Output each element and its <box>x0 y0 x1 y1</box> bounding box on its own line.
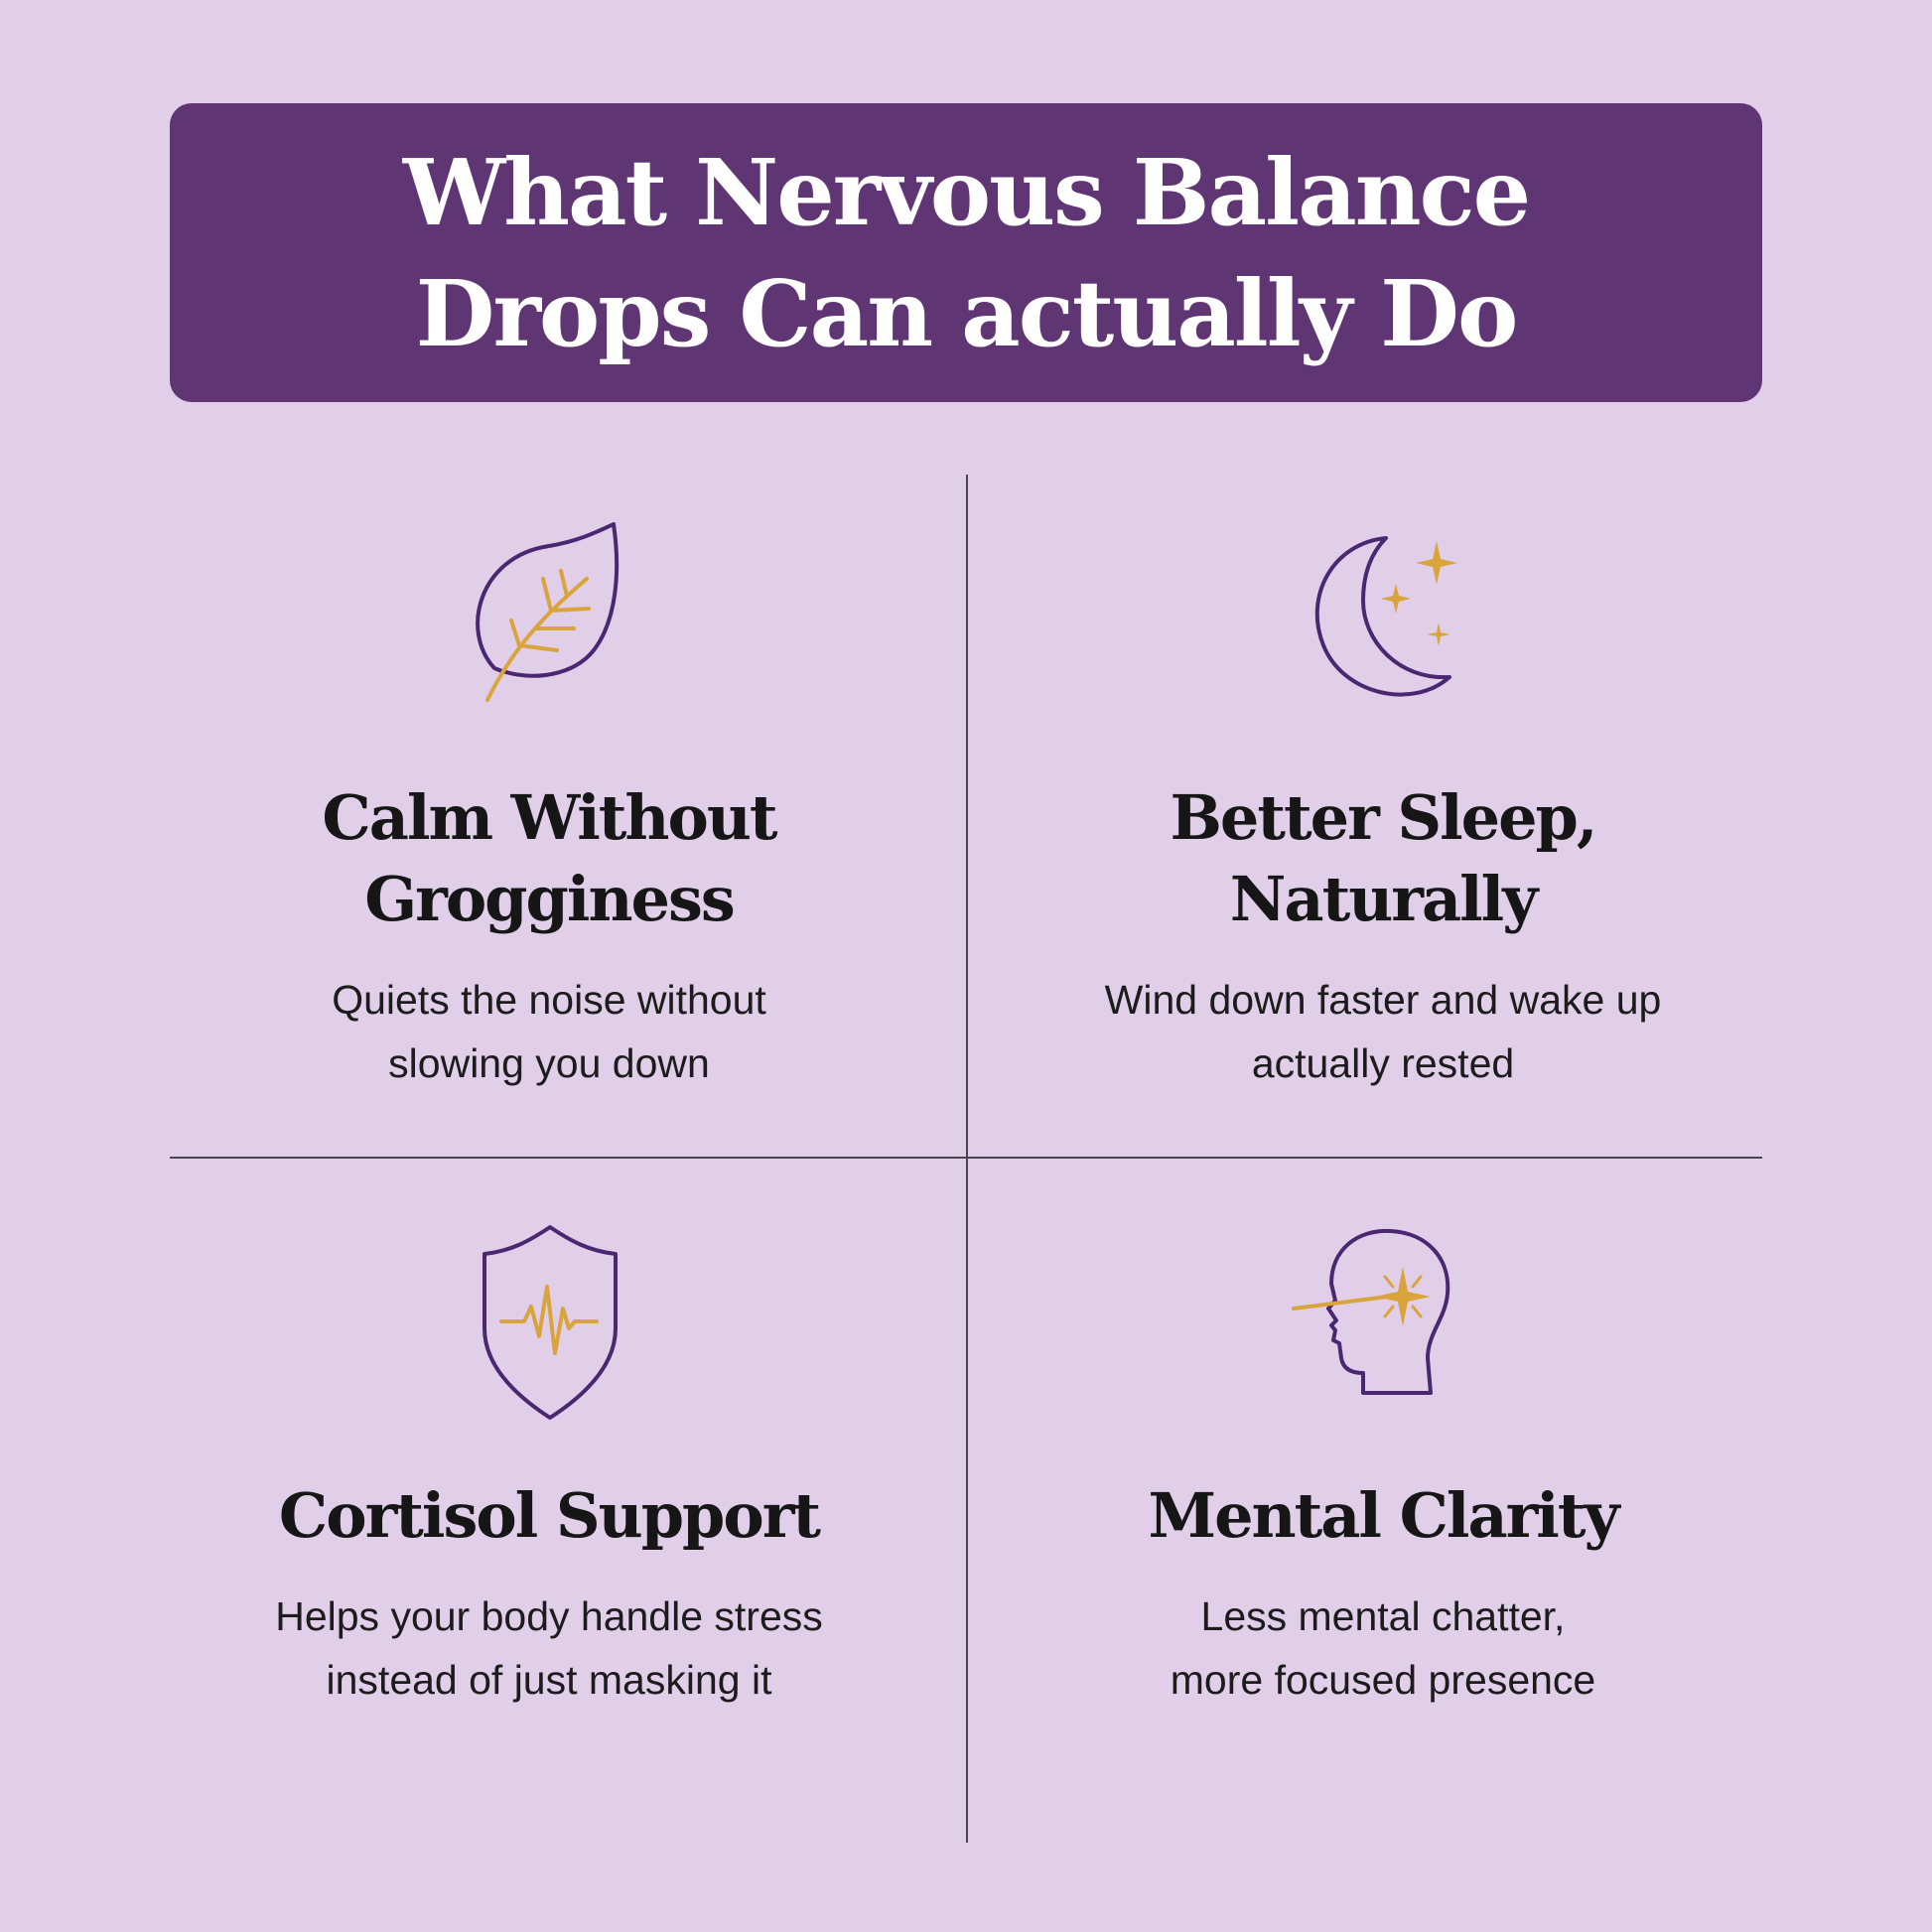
benefit-title: Calm Without <box>322 781 777 854</box>
benefit-calm: Calm Without Grogginess Quiets the noise… <box>152 511 946 1095</box>
headline-line-1: What Nervous Balance <box>402 138 1531 246</box>
benefit-sleep: Better Sleep, Naturally Wind down faster… <box>986 511 1780 1095</box>
benefit-description: Wind down faster and wake up <box>1104 977 1662 1023</box>
moon-stars-icon <box>1314 536 1457 697</box>
benefit-clarity: Mental Clarity Less mental chatter, more… <box>986 1209 1780 1712</box>
benefit-description: slowing you down <box>388 1040 710 1086</box>
benefit-description: instead of just masking it <box>326 1657 772 1703</box>
benefit-description: actually rested <box>1251 1040 1515 1086</box>
leaf-icon <box>476 522 620 702</box>
horizontal-divider <box>170 1157 1762 1159</box>
header-banner: What Nervous Balance Drops Can actually … <box>170 103 1762 402</box>
benefit-title: Mental Clarity <box>1148 1479 1619 1552</box>
headline-line-2: Drops Can actually Do <box>415 259 1519 367</box>
benefit-description: Quiets the noise without <box>332 977 766 1023</box>
benefit-title: Better Sleep, <box>1170 781 1598 854</box>
benefit-title: Naturally <box>1229 863 1539 935</box>
benefit-description: Helps your body handle stress <box>275 1593 823 1639</box>
benefit-title: Grogginess <box>364 863 736 935</box>
vertical-divider <box>966 475 968 1843</box>
benefit-cortisol: Cortisol Support Helps your body handle … <box>152 1209 946 1712</box>
benefit-title: Cortisol Support <box>278 1479 821 1552</box>
shield-heartbeat-icon <box>483 1225 618 1420</box>
head-spark-icon <box>1292 1228 1450 1395</box>
benefit-description: more focused presence <box>1170 1657 1596 1703</box>
benefit-description: Less mental chatter, <box>1200 1593 1566 1639</box>
